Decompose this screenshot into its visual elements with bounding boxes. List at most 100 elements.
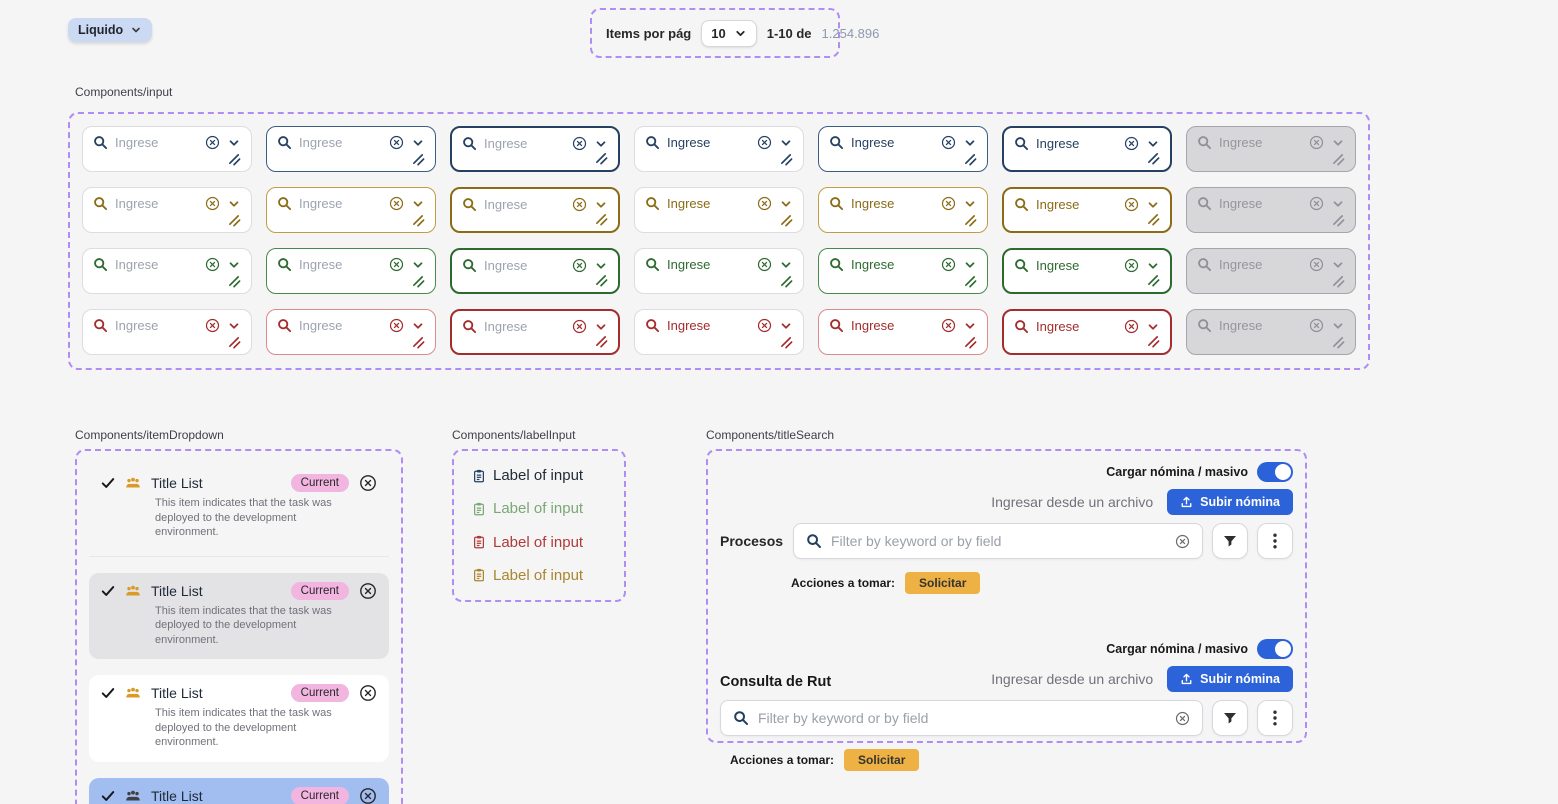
clear-icon[interactable] (941, 196, 956, 211)
search-input[interactable]: Ingrese (82, 187, 252, 233)
clear-icon[interactable] (572, 197, 587, 212)
search-input[interactable]: Ingrese (1186, 309, 1356, 355)
chevron-down-icon[interactable] (779, 197, 793, 211)
chevron-down-icon[interactable] (227, 319, 241, 333)
chevron-down-icon[interactable] (411, 319, 425, 333)
clear-icon[interactable] (389, 196, 404, 211)
chevron-down-icon[interactable] (594, 137, 608, 151)
search-input[interactable]: Ingrese (634, 187, 804, 233)
chevron-down-icon[interactable] (411, 136, 425, 150)
chevron-down-icon[interactable] (1146, 320, 1160, 334)
search-input[interactable]: Ingrese (450, 126, 620, 172)
upload-payroll-button[interactable]: Subir nómina (1167, 489, 1293, 515)
search-input[interactable]: Ingrese (266, 126, 436, 172)
close-icon[interactable] (359, 787, 377, 804)
search-input[interactable]: Ingrese (1002, 187, 1172, 233)
more-options-button[interactable] (1257, 523, 1293, 559)
search-input[interactable]: Ingrese (818, 248, 988, 294)
clear-icon[interactable] (205, 135, 220, 150)
search-input[interactable]: Ingrese (266, 187, 436, 233)
search-input[interactable]: Ingrese (1002, 309, 1172, 355)
list-item[interactable]: Title List Current This item indicates t… (89, 675, 389, 762)
chevron-down-icon[interactable] (779, 136, 793, 150)
clear-icon[interactable] (757, 196, 772, 211)
search-input[interactable]: Ingrese (634, 248, 804, 294)
bulk-upload-toggle[interactable] (1257, 462, 1293, 482)
chevron-down-icon[interactable] (963, 319, 977, 333)
chevron-down-icon[interactable] (594, 259, 608, 273)
search-input[interactable]: Ingrese (1002, 248, 1172, 294)
search-input[interactable]: Ingrese (634, 126, 804, 172)
list-item[interactable]: Title List Current This item indicates t… (89, 777, 389, 804)
search-input[interactable]: Ingrese (82, 126, 252, 172)
search-input[interactable]: Ingrese (1186, 126, 1356, 172)
close-icon[interactable] (359, 684, 377, 702)
search-input[interactable]: Ingrese (450, 248, 620, 294)
clear-icon[interactable] (205, 257, 220, 272)
chevron-down-icon[interactable] (779, 319, 793, 333)
clear-icon[interactable] (572, 319, 587, 334)
clear-icon[interactable] (572, 258, 587, 273)
clear-icon[interactable] (1124, 258, 1139, 273)
chevron-down-icon[interactable] (411, 197, 425, 211)
search-input[interactable]: Ingrese (1186, 248, 1356, 294)
clear-icon[interactable] (757, 318, 772, 333)
clear-icon[interactable] (389, 257, 404, 272)
chevron-down-icon[interactable] (594, 198, 608, 212)
search-input[interactable]: Ingrese (82, 248, 252, 294)
filter-search-input[interactable]: Filter by keyword or by field (720, 700, 1203, 736)
chevron-down-icon[interactable] (963, 136, 977, 150)
search-input[interactable]: Ingrese (266, 309, 436, 355)
close-icon[interactable] (359, 474, 377, 492)
chevron-down-icon[interactable] (594, 320, 608, 334)
search-input[interactable]: Ingrese (450, 309, 620, 355)
clear-icon[interactable] (1309, 135, 1324, 150)
clear-icon[interactable] (205, 318, 220, 333)
filter-search-input[interactable]: Filter by keyword or by field (793, 523, 1203, 559)
clear-icon[interactable] (1124, 197, 1139, 212)
chevron-down-icon[interactable] (227, 136, 241, 150)
clear-icon[interactable] (1309, 257, 1324, 272)
chevron-down-icon[interactable] (1331, 258, 1345, 272)
chevron-down-icon[interactable] (1146, 198, 1160, 212)
request-button[interactable]: Solicitar (844, 749, 920, 771)
search-input[interactable]: Ingrese (634, 309, 804, 355)
chevron-down-icon[interactable] (1146, 137, 1160, 151)
search-input[interactable]: Ingrese (450, 187, 620, 233)
clear-icon[interactable] (757, 257, 772, 272)
search-input[interactable]: Ingrese (1002, 126, 1172, 172)
search-input[interactable]: Ingrese (266, 248, 436, 294)
chevron-down-icon[interactable] (963, 197, 977, 211)
chevron-down-icon[interactable] (227, 197, 241, 211)
list-item[interactable]: Title List Current This item indicates t… (89, 572, 389, 660)
chevron-down-icon[interactable] (1146, 259, 1160, 273)
clear-icon[interactable] (1309, 196, 1324, 211)
search-input[interactable]: Ingrese (818, 187, 988, 233)
chevron-down-icon[interactable] (963, 258, 977, 272)
clear-icon[interactable] (1124, 136, 1139, 151)
chevron-down-icon[interactable] (1331, 136, 1345, 150)
more-options-button[interactable] (1257, 700, 1293, 736)
request-button[interactable]: Solicitar (905, 572, 981, 594)
clear-icon[interactable] (941, 135, 956, 150)
search-input[interactable]: Ingrese (82, 309, 252, 355)
chevron-down-icon[interactable] (227, 258, 241, 272)
clear-icon[interactable] (757, 135, 772, 150)
search-input[interactable]: Ingrese (818, 126, 988, 172)
close-icon[interactable] (359, 582, 377, 600)
clear-icon[interactable] (572, 136, 587, 151)
clear-icon[interactable] (389, 135, 404, 150)
clear-icon[interactable] (1309, 318, 1324, 333)
clear-icon[interactable] (1175, 534, 1190, 549)
bulk-upload-toggle[interactable] (1257, 639, 1293, 659)
clear-icon[interactable] (1175, 711, 1190, 726)
liquido-filter-chip[interactable]: Liquido (68, 18, 153, 42)
upload-payroll-button[interactable]: Subir nómina (1167, 666, 1293, 692)
search-input[interactable]: Ingrese (818, 309, 988, 355)
chevron-down-icon[interactable] (779, 258, 793, 272)
chevron-down-icon[interactable] (411, 258, 425, 272)
filter-button[interactable] (1212, 523, 1248, 559)
clear-icon[interactable] (205, 196, 220, 211)
clear-icon[interactable] (1124, 319, 1139, 334)
clear-icon[interactable] (941, 318, 956, 333)
